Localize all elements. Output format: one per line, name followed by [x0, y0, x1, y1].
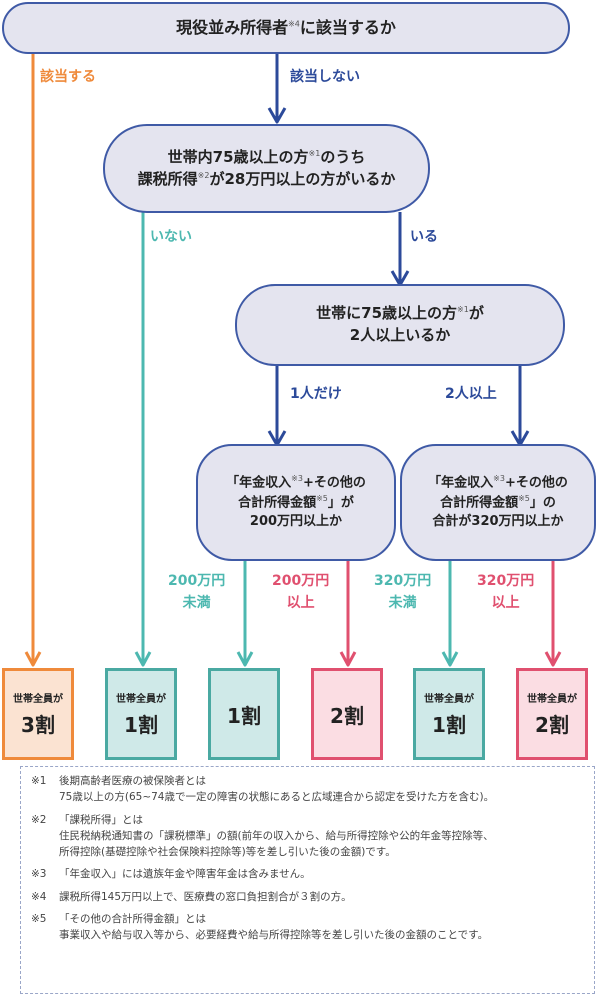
- footnote-mark: ※2: [31, 813, 47, 826]
- footnote-text: 「課税所得」とは: [59, 813, 143, 826]
- arrow-two-blue: [510, 365, 530, 447]
- label-320-over: 320万円以上: [477, 573, 535, 612]
- question-320man: 「年金収入※3+その他の合計所得金額※5」の合計が320万円以上か: [400, 444, 596, 561]
- arrow-inai-teal: [134, 212, 152, 667]
- result-1wari: 世帯全員が 1割: [413, 668, 485, 760]
- result-rate: 2割: [330, 703, 364, 728]
- result-sub: 世帯全員が: [13, 694, 63, 705]
- q2-text: 課税所得: [137, 169, 198, 188]
- label-yes: 該当する: [40, 69, 96, 85]
- label-two-or-more: 2人以上: [445, 386, 497, 402]
- label-320-under: 320万円未満: [374, 573, 432, 612]
- footnote: ※5 「その他の合計所得金額」とは事業収入や給与収入等から、必要経費や給与所得控除…: [31, 911, 584, 944]
- q2-text: 世帯内75歳以上の方: [167, 147, 309, 166]
- q1-text: に該当するか: [299, 18, 396, 38]
- footnote-text: 住民税納税通知書の「課税標準」の額(前年の収入から、給与所得控除や公的年金等控除…: [59, 829, 494, 842]
- arrow-iru-blue: [390, 212, 410, 287]
- footnotes: ※1 後期高齢者医療の被保険者とは 75歳以上の方(65~74歳で一定の障害の状態に…: [20, 766, 595, 994]
- q4-text: 」が: [327, 495, 354, 511]
- arrow-no-blue: [267, 53, 287, 124]
- arrow-200-over: [339, 560, 357, 667]
- footnote-ref: ※4: [288, 20, 300, 30]
- question-genekinami: 現役並み所得者※4に該当するか: [2, 2, 570, 54]
- footnote-text: 後期高齢者医療の被保険者とは: [59, 775, 206, 787]
- result-1wari: 1割: [208, 668, 280, 760]
- footnote-mark: ※4: [31, 890, 47, 903]
- q4-text: 「年金収入: [226, 475, 292, 491]
- question-two-or-more: 世帯に75歳以上の方※1が 2人以上いるか: [235, 284, 565, 366]
- label-one-only: 1人だけ: [290, 386, 342, 402]
- footnote-text: 「年金収入」には遺族年金や障害年金は含みません。: [59, 868, 311, 881]
- footnote-text: 所得控除(基礎控除や社会保険料控除等)等を差し引いた後の金額)です。: [59, 846, 396, 859]
- result-3wari: 世帯全員が 3割: [2, 668, 74, 760]
- label-iru: いる: [410, 229, 438, 245]
- footnote-text: 事業収入や給与収入等から、必要経費や給与所得控除等を差し引いた後の金額のことです…: [59, 929, 489, 942]
- q5-text: 合計所得金額: [440, 495, 519, 511]
- q2-text: のうち: [320, 147, 366, 166]
- question-taxable-income: 世帯内75歳以上の方※1のうち 課税所得※2が28万円以上の方がいるか: [103, 124, 430, 213]
- q2-text: が28万円以上の方がいるか: [209, 169, 396, 188]
- footnote: ※2 「課税所得」とは住民税納税通知書の「課税標準」の額(前年の収入から、給与所得…: [31, 812, 584, 861]
- result-sub: 世帯全員が: [116, 694, 166, 705]
- label-200-under: 200万円未満: [168, 573, 226, 612]
- q5-text: 合計が320万円以上か: [432, 514, 564, 530]
- q3-text: 2人以上いるか: [349, 326, 451, 344]
- result-rate: 1割: [432, 713, 466, 737]
- result-sub: 世帯全員が: [424, 694, 474, 705]
- result-rate: 3割: [21, 713, 55, 737]
- footnote-text: 「その他の合計所得金額」とは: [59, 912, 206, 925]
- footnote-mark: ※5: [31, 912, 47, 925]
- q4-text: +その他の: [302, 475, 366, 491]
- footnote-ref: ※1: [308, 148, 321, 158]
- q5-text: 」の: [529, 495, 556, 511]
- result-rate: 1割: [124, 713, 158, 737]
- arrow-yes-orange: [24, 53, 42, 667]
- footnote-ref: ※5: [316, 494, 328, 504]
- q4-text: 200万円以上か: [249, 514, 343, 530]
- footnote-ref: ※3: [291, 473, 303, 483]
- q3-text: 世帯に75歳以上の方: [316, 304, 458, 323]
- footnote: ※1 後期高齢者医療の被保険者とは 75歳以上の方(65~74歳で一定の障害の状態に…: [31, 773, 584, 806]
- result-rate: 1割: [227, 703, 261, 728]
- footnote-ref: ※5: [518, 494, 530, 504]
- question-200man: 「年金収入※3+その他の合計所得金額※5」が 200万円以上か: [196, 444, 396, 561]
- q5-text: +その他の: [504, 475, 568, 491]
- footnote-text: 75歳以上の方(65~74歳で一定の障害の状態にあると広域連合から認定を受けた方…: [59, 791, 495, 804]
- result-2wari: 2割: [311, 668, 383, 760]
- arrow-320-over: [544, 560, 562, 667]
- label-no: 該当しない: [290, 69, 360, 85]
- result-sub: 世帯全員が: [527, 694, 577, 705]
- q1-text: 現役並み所得者: [176, 18, 289, 38]
- footnote-ref: ※2: [197, 170, 210, 180]
- result-1wari: 世帯全員が 1割: [105, 668, 177, 760]
- footnote: ※3 「年金収入」には遺族年金や障害年金は含みません。: [31, 866, 584, 882]
- footnote-text: 課税所得145万円以上で、医療費の窓口負担割合が３割の方。: [59, 890, 352, 903]
- footnote-mark: ※3: [31, 868, 47, 881]
- footnote-ref: ※1: [457, 305, 469, 315]
- arrow-320-under: [441, 560, 459, 667]
- footnote: ※4 課税所得145万円以上で、医療費の窓口負担割合が３割の方。: [31, 889, 584, 905]
- q3-text: が: [468, 304, 484, 323]
- arrow-one-blue: [267, 365, 287, 447]
- label-inai: いない: [150, 229, 192, 245]
- q4-text: 合計所得金額: [238, 495, 317, 511]
- result-2wari: 世帯全員が 2割: [516, 668, 588, 760]
- footnote-mark: ※1: [31, 775, 47, 787]
- label-200-over: 200万円以上: [272, 573, 330, 612]
- footnote-ref: ※3: [493, 473, 505, 483]
- q5-text: 「年金収入: [428, 475, 494, 491]
- arrow-200-under: [236, 560, 254, 667]
- result-rate: 2割: [535, 713, 569, 737]
